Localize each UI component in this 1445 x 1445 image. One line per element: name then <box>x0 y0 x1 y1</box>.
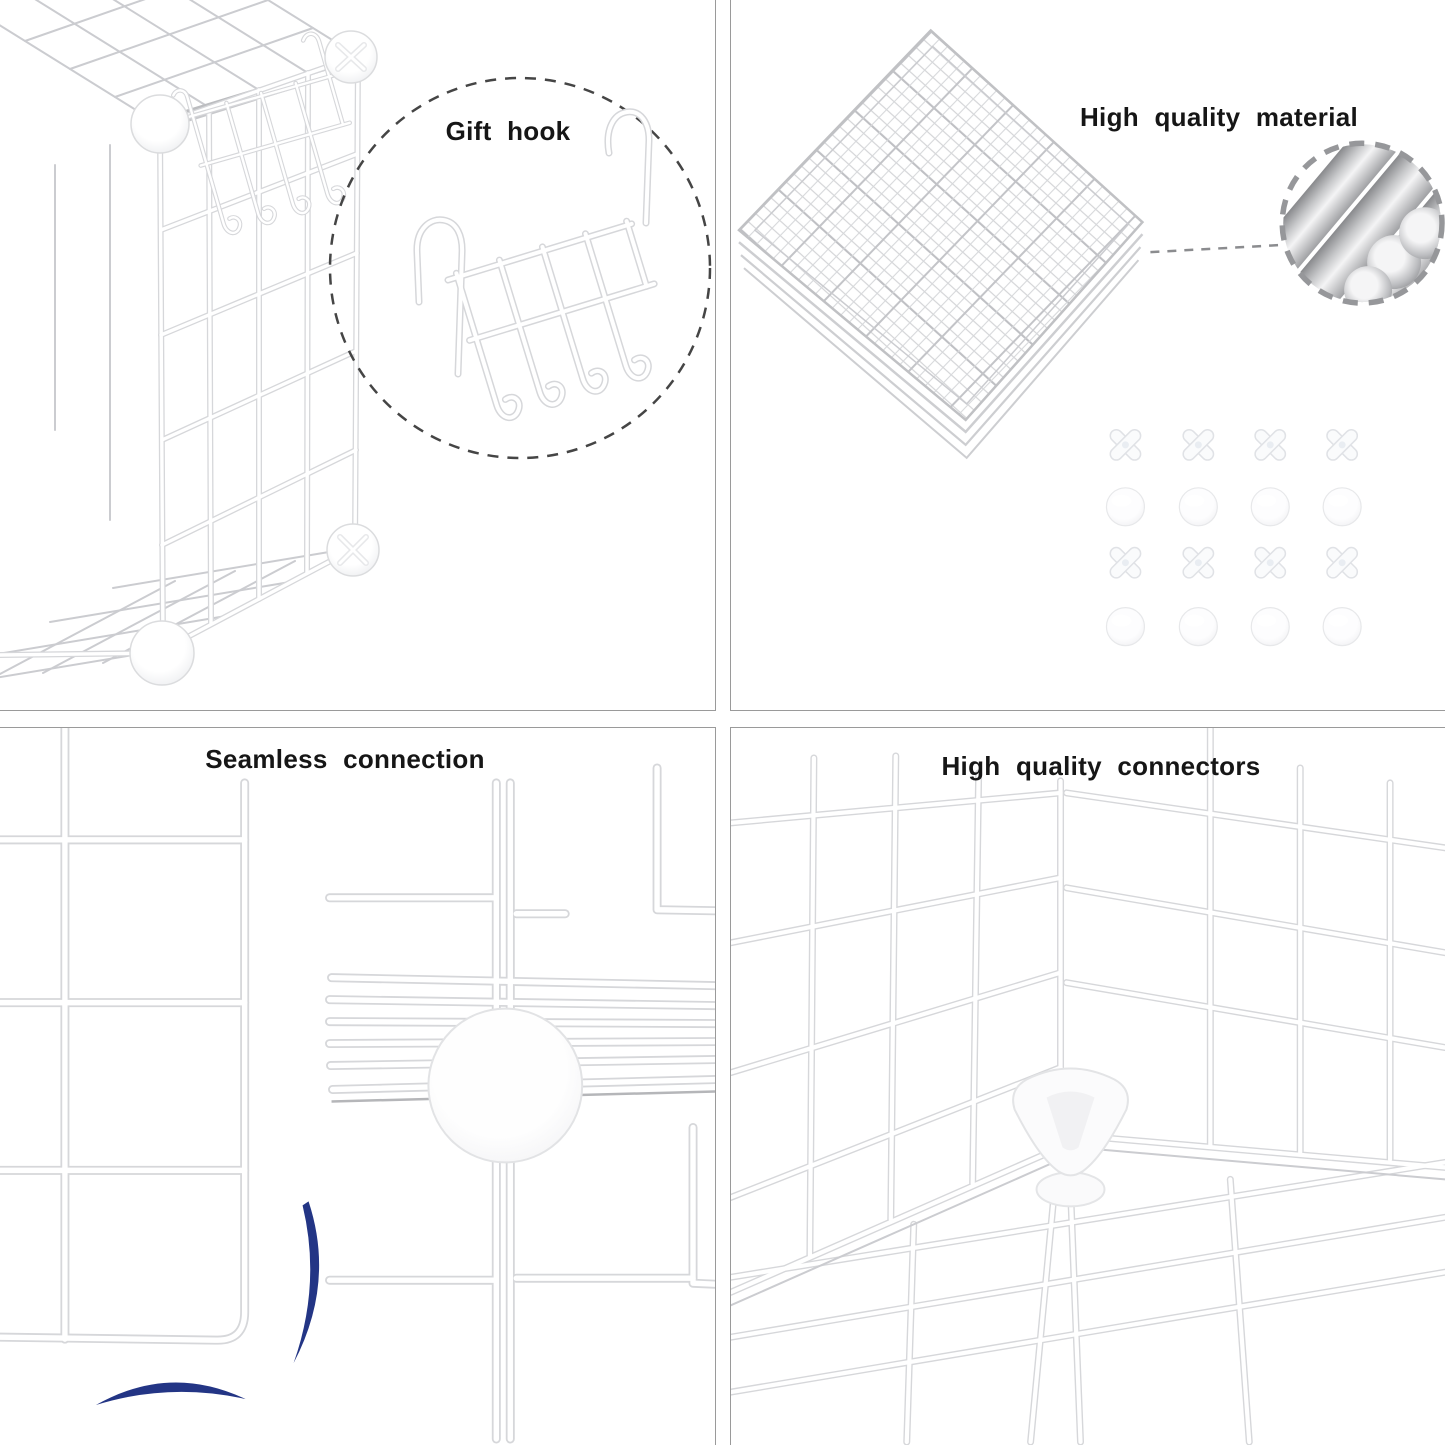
quadrant-gift-hook: Gift hook <box>0 0 716 711</box>
seamless-connection-photo <box>0 728 715 1445</box>
connector-disc <box>1250 607 1290 647</box>
connector-disc <box>1105 487 1146 527</box>
round-connector-disc <box>427 1007 584 1164</box>
quadrant-seamless-connection: Seamless connection <box>0 727 716 1445</box>
connector-kit <box>1105 426 1362 647</box>
connected-panels <box>0 728 715 1439</box>
corner-cap-disc <box>130 94 190 154</box>
motion-arc-horizontal <box>95 1382 246 1406</box>
connector-cross <box>1179 544 1217 582</box>
leader-dashes <box>1150 243 1279 254</box>
cube-interior-corner-photo <box>731 728 1445 1445</box>
gift-hook-callout-circle <box>328 76 712 460</box>
cube-top-grid <box>0 0 359 521</box>
corner-cap-disc <box>129 620 195 686</box>
caption-high-quality-connectors: High quality connectors <box>941 751 1261 781</box>
connector-cross <box>1323 426 1361 464</box>
corner-connector <box>1012 1067 1129 1208</box>
connector-disc <box>1322 607 1362 647</box>
gift-hook-icon <box>417 112 679 424</box>
connector-nut <box>1035 1171 1106 1208</box>
caption-seamless-connection: Seamless connection <box>205 744 485 774</box>
connector-cross <box>1251 426 1289 464</box>
cube-interior-corner <box>731 728 1445 1442</box>
metal-rods-closeup <box>1279 140 1445 306</box>
connector-disc <box>1178 487 1218 527</box>
connector-cross <box>1251 544 1289 582</box>
corner-cap-discs <box>129 30 380 686</box>
connector-cross <box>1179 426 1217 464</box>
connector-cross <box>1107 544 1144 582</box>
material-photo <box>737 28 1445 647</box>
connector-disc <box>1250 487 1290 527</box>
connector-disc <box>1178 607 1218 647</box>
connector-cross <box>1323 544 1361 582</box>
connector-cross <box>1107 426 1144 464</box>
connector-disc <box>1322 487 1362 527</box>
mesh-panel-stack <box>737 28 1145 460</box>
connector-disc <box>1105 607 1146 647</box>
caption-gift-hook: Gift hook <box>445 116 571 146</box>
wire-cube-photo <box>0 0 712 686</box>
motion-arc-vertical <box>293 1201 320 1364</box>
quadrant-high-quality-connectors: High quality connectors <box>730 727 1445 1445</box>
quadrant-high-quality-material: High quality material <box>730 0 1445 711</box>
caption-high-quality-material: High quality material <box>1079 102 1359 132</box>
